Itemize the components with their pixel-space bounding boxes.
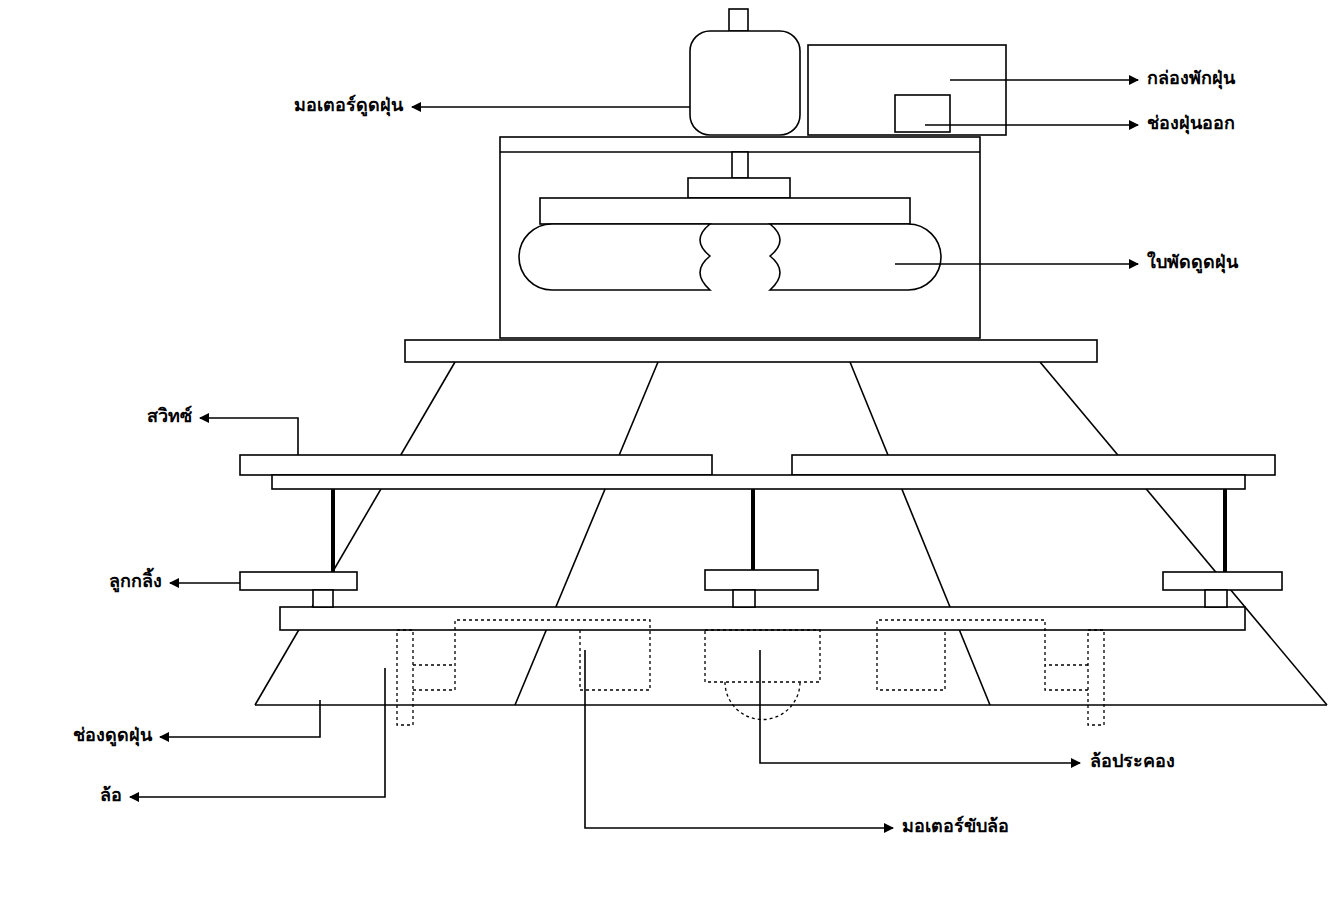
part-label: ช่องดูดฝุ่น xyxy=(71,724,154,746)
part-label: ช่องฝุ่นออก xyxy=(1145,112,1237,134)
part-label: กล่องพักฝุ่น xyxy=(1145,67,1237,89)
part-label: ลูกกลิ้ง xyxy=(107,570,164,592)
part-label: ใบพัดดูดฝุ่น xyxy=(1145,251,1240,273)
part-label: มอเตอร์ขับล้อ xyxy=(900,815,1011,837)
part-label: ล้อประคอง xyxy=(1088,750,1177,772)
part-label: ล้อ xyxy=(98,784,124,806)
part-label: มอเตอร์ดูดฝุ่น xyxy=(292,94,405,116)
part-label: สวิทซ์ xyxy=(145,405,194,427)
